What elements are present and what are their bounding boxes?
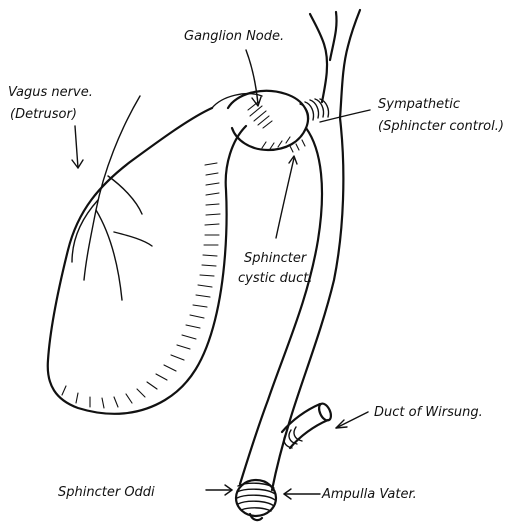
oddi-coil-5 — [241, 508, 271, 511]
neck-outline — [228, 91, 308, 150]
label-sympathetic: Sympathetic — [378, 97, 460, 112]
bile-duct-right-wall — [272, 118, 343, 490]
label-sphincter-control: (Sphincter control.) — [378, 119, 504, 134]
ganglion-pointer — [246, 50, 258, 104]
hepatic-duct-split — [330, 12, 337, 60]
ampulla-vater — [236, 480, 276, 520]
label-sphincter: Sphincter — [244, 251, 308, 266]
vagus-nerve-trunk — [84, 96, 140, 280]
hepatic-duct-right — [340, 10, 360, 118]
sympathetic-pointer — [320, 110, 370, 122]
cystic-sphincter-arrow — [276, 158, 294, 238]
gallbladder-shading — [62, 163, 220, 408]
label-duct-of-wirsung: Duct of Wirsung. — [374, 405, 483, 420]
vagus-branch-1 — [96, 210, 122, 300]
hepatic-duct-left — [310, 14, 327, 102]
cystic-duct-sphincter — [290, 99, 329, 152]
ganglion-node-mark — [248, 102, 272, 128]
bile-duct — [240, 10, 360, 490]
gallbladder — [48, 94, 262, 414]
wirsung-opening — [317, 402, 334, 423]
oddi-coil-4 — [238, 501, 274, 506]
label-vagus-detrusor: (Detrusor) — [10, 107, 77, 122]
oddi-coil-2 — [237, 489, 275, 494]
label-sphincter-oddi: Sphincter Oddi — [58, 485, 155, 500]
oddi-coil-3 — [237, 495, 275, 500]
label-ganglion-node: Ganglion Node. — [184, 29, 284, 44]
wirsung-arrow — [336, 412, 368, 428]
duct-of-wirsung — [282, 402, 333, 448]
label-vagus-nerve: Vagus nerve. — [8, 85, 93, 100]
label-cystic-duct: cystic duct. — [238, 271, 312, 286]
vagus-branch-3 — [108, 176, 142, 214]
label-ampulla-vater: Ampulla Vater. — [321, 487, 417, 502]
pointers — [72, 50, 370, 499]
vagus-arrow — [75, 126, 78, 168]
gallbladder-neck — [228, 91, 308, 150]
vagus-branch-4 — [114, 232, 152, 246]
vagus-nerve — [72, 96, 152, 300]
